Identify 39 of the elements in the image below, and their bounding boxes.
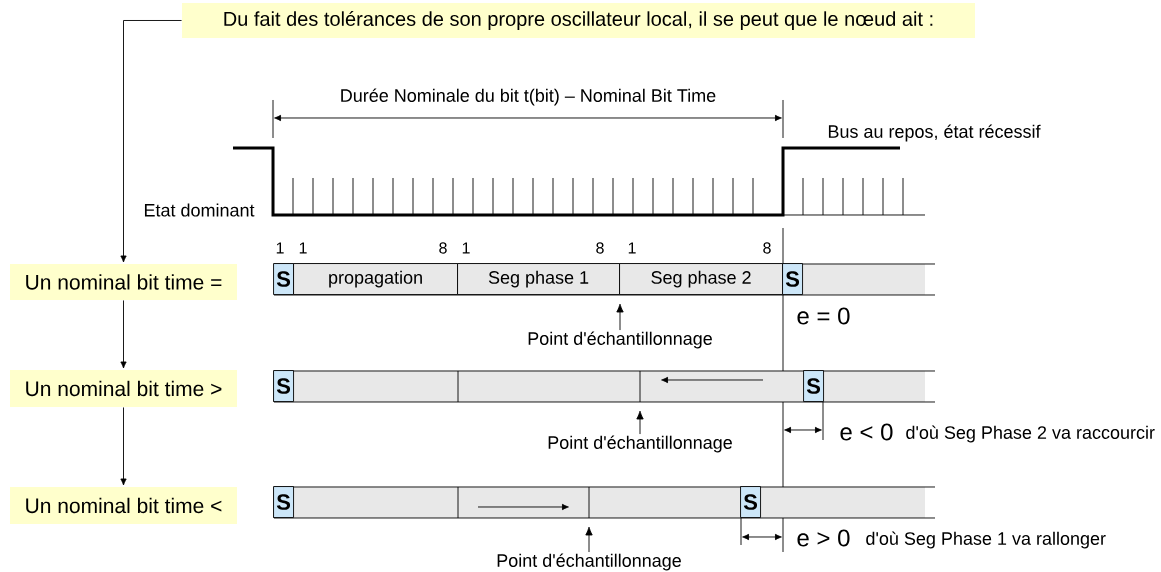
tick-number: 1 [628, 242, 636, 254]
tick-number: 1 [299, 242, 307, 254]
tick-number: 8 [439, 242, 447, 254]
note-box: Du fait des tolérances de son propre oscillateur local, il se peut que le nœud ait : [182, 3, 975, 38]
arrow [120, 20, 182, 263]
sync-segment: S [273, 370, 294, 402]
note-text: d'où Seg Phase 2 va raccourcir [906, 425, 1155, 443]
case-box: Un nominal bit time = [10, 264, 237, 300]
case-box: Un nominal bit time > [10, 370, 237, 407]
state-label: Etat dominant [144, 203, 255, 217]
timing-bar [273, 370, 936, 403]
tick-number: 1 [276, 242, 284, 254]
sync-segment: S [782, 263, 803, 295]
dimension-label: Durée Nominale du bit t(bit) – Nominal Bit Time [341, 88, 716, 106]
case-box: Un nominal bit time < [10, 487, 237, 524]
sample-point-label: Point d'échantillonnage [548, 435, 732, 453]
leader-line [585, 526, 593, 553]
sync-segment: S [273, 263, 294, 295]
error-label: e < 0 [840, 423, 893, 441]
segment-cell: Seg phase 2 [619, 263, 783, 295]
tick-number: 8 [596, 242, 604, 254]
segment-cell: Seg phase 1 [457, 263, 620, 295]
sample-point-label: Point d'échantillonnage [528, 331, 712, 349]
tick-number: 1 [462, 242, 470, 254]
timing-bar [273, 486, 936, 519]
note-text: d'où Seg Phase 1 va rallonger [866, 531, 1106, 549]
sync-segment: S [803, 370, 824, 402]
error-label: e > 0 [797, 529, 850, 547]
arrow [120, 300, 127, 369]
state-label: Bus au repos, état récessif [828, 124, 1041, 142]
sync-segment: S [273, 486, 294, 518]
error-label: e = 0 [797, 307, 850, 325]
arrow [120, 407, 127, 486]
leader-line [616, 303, 624, 331]
sample-point-label: Point d'échantillonnage [497, 553, 681, 571]
leader-line [636, 410, 644, 435]
tick-number: 8 [763, 242, 771, 254]
sync-segment: S [740, 486, 761, 518]
segment-cell: propagation [293, 263, 458, 295]
